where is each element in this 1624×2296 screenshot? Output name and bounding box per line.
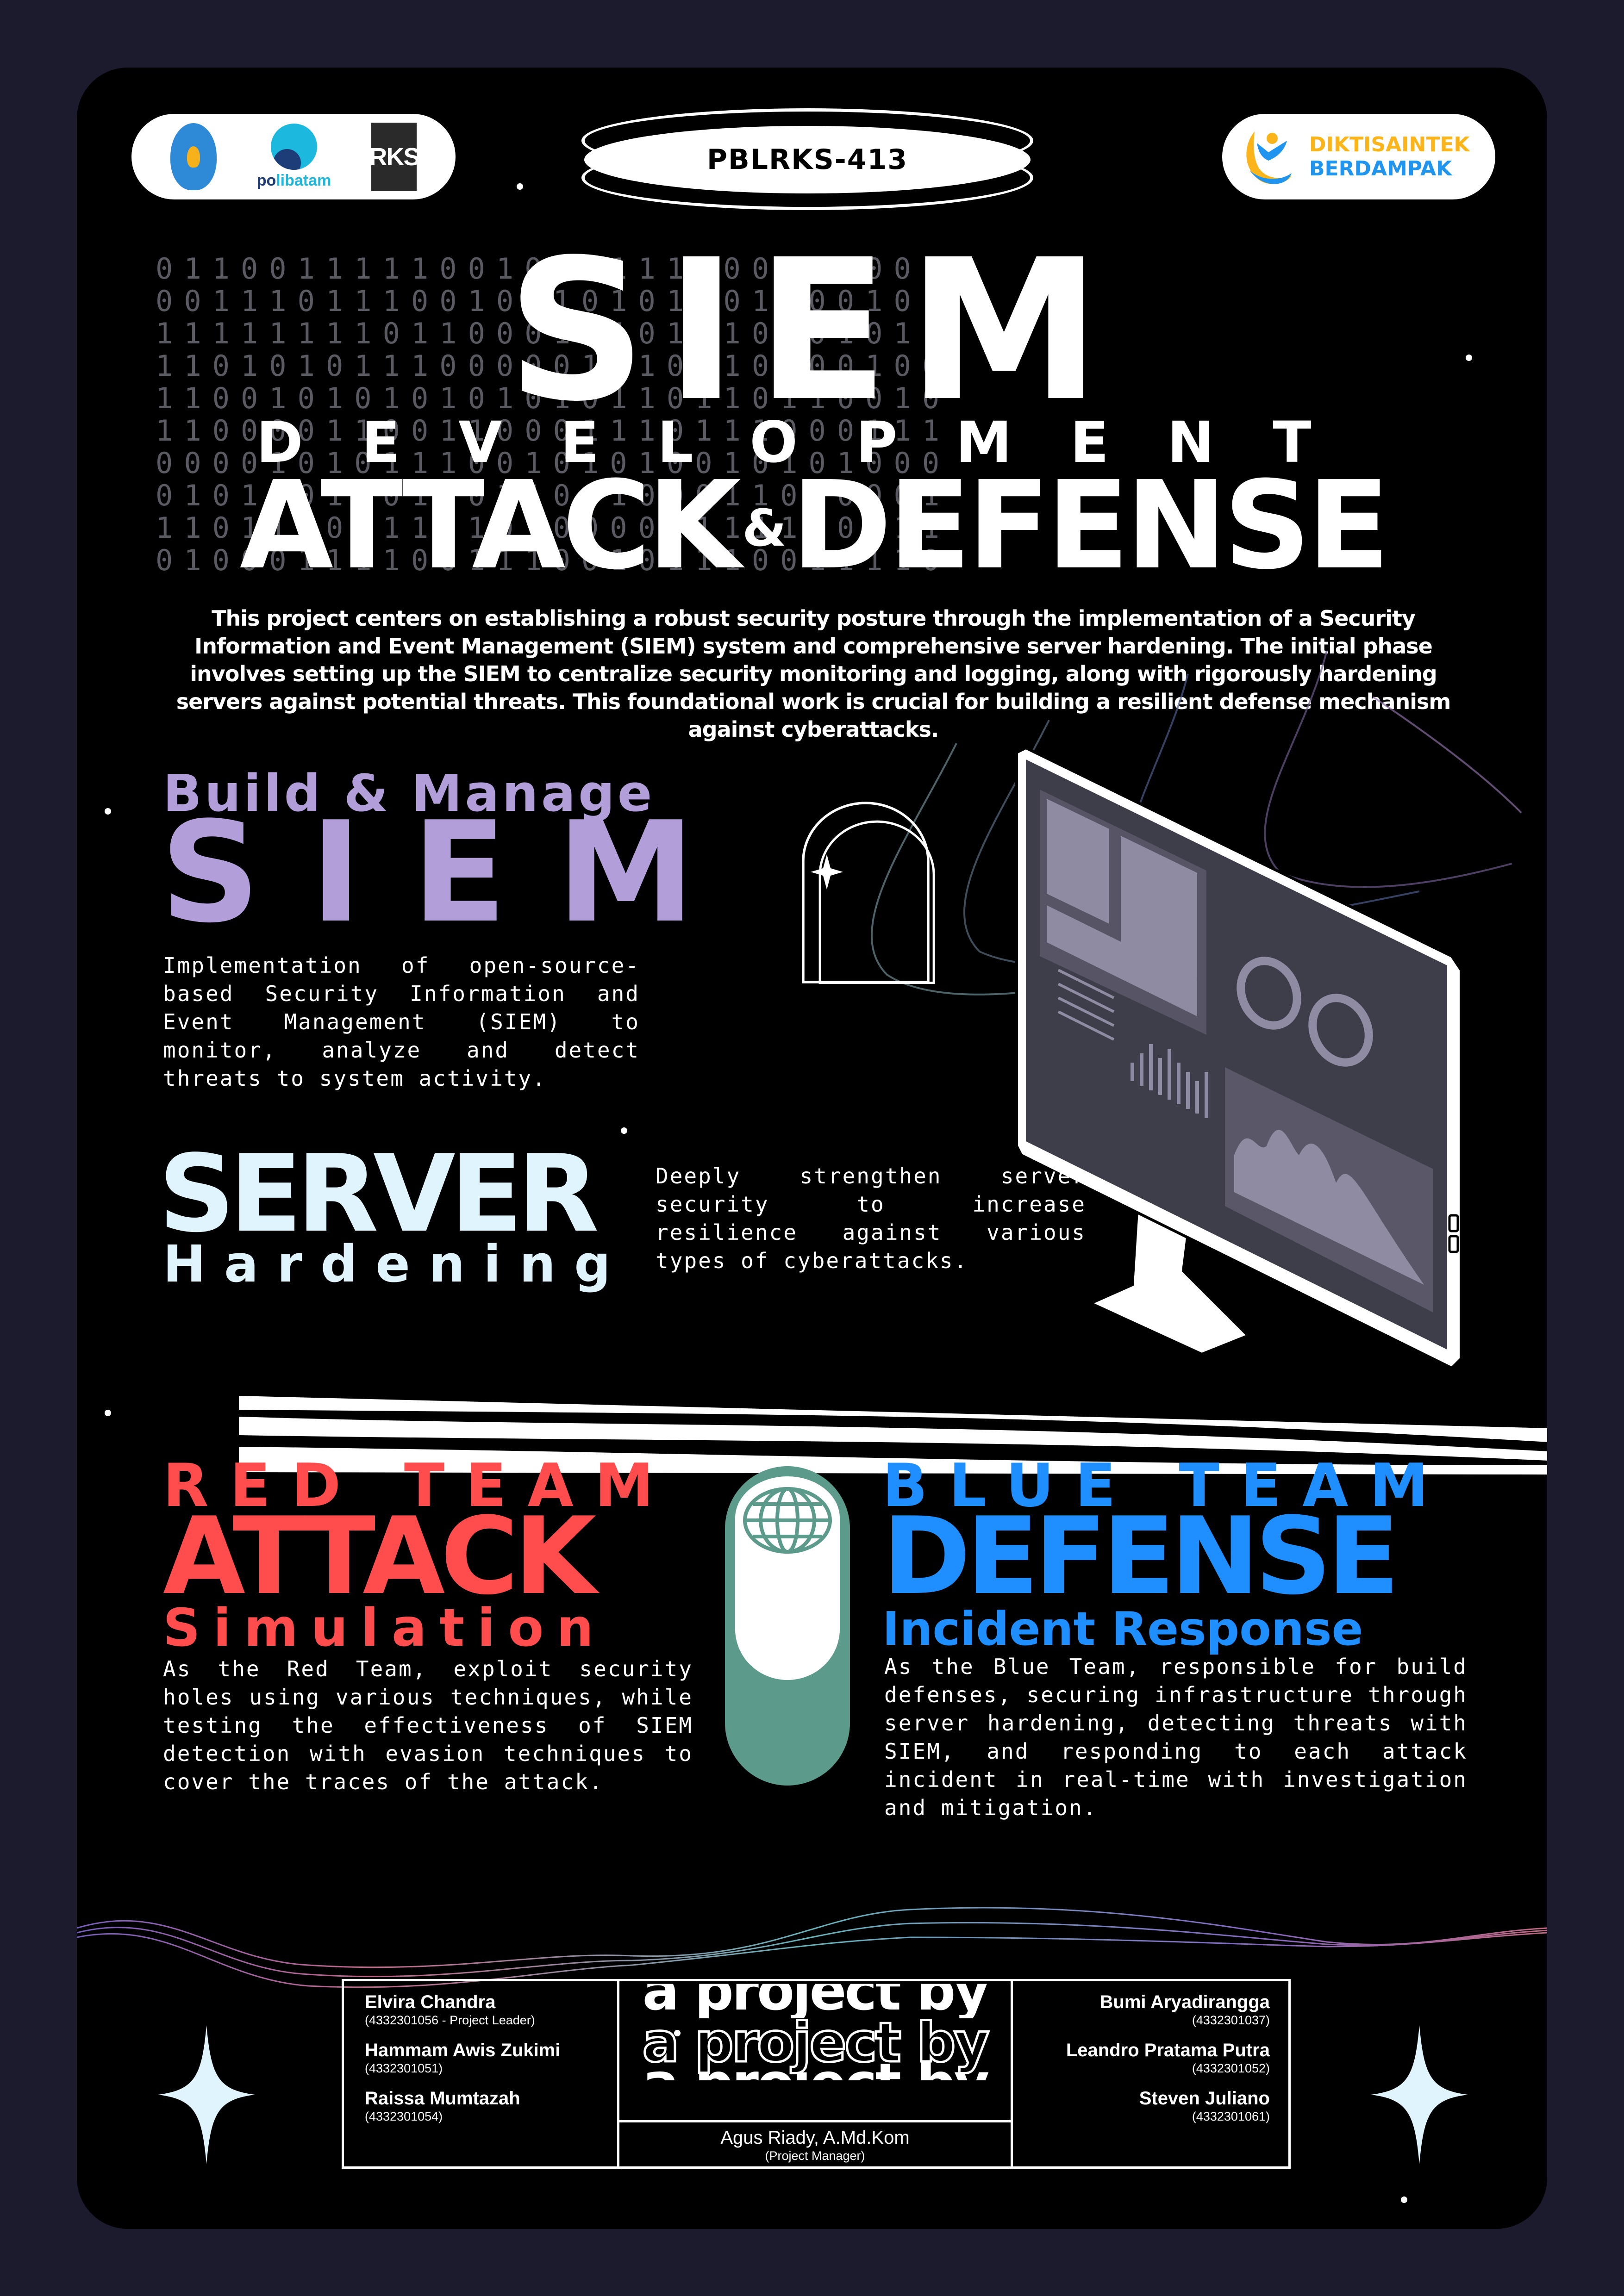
title-attack-defense: ATTACK & DEFENSE	[156, 455, 1470, 596]
monitor-illustration	[1015, 746, 1462, 1370]
logo-text-line1: DIKTISAINTEK	[1309, 132, 1470, 156]
team-members-right: Bumi Aryadirangga (4332301037) Leandro P…	[1013, 1981, 1288, 2166]
member-item: Steven Juliano (4332301061)	[1013, 2088, 1270, 2124]
rks-logo: RKS	[369, 122, 420, 191]
red-team-description: As the Red Team, exploit security holes …	[163, 1656, 693, 1794]
member-name: Elvira Chandra	[365, 1992, 496, 2012]
member-id: (4332301037)	[1192, 2013, 1270, 2027]
member-name: Raissa Mumtazah	[365, 2088, 520, 2109]
star-dot	[105, 808, 111, 815]
project-by-heading: a project by a project by a project by	[619, 1981, 1011, 2122]
diktisaintek-logo: DIKTISAINTEK BERDAMPAK	[1222, 114, 1495, 199]
member-item: Bumi Aryadirangga (4332301037)	[1013, 1991, 1270, 2028]
project-code-badge: PBLRKS-413	[581, 108, 1035, 210]
member-item: Leandro Pratama Putra (4332301052)	[1013, 2040, 1270, 2076]
partner-logos: polibatam RKS	[131, 114, 456, 199]
member-item: Raissa Mumtazah (4332301054)	[365, 2088, 617, 2124]
title-defense: DEFENSE	[791, 455, 1390, 596]
tut-wuri-handayani-logo	[170, 123, 217, 190]
member-id: (4332301056 - Project Leader)	[365, 2013, 535, 2027]
manager-role: (Project Manager)	[765, 2149, 865, 2163]
arch-outline-decoration	[802, 802, 935, 984]
intro-paragraph: This project centers on establishing a r…	[176, 606, 1451, 742]
member-id: (4332301051)	[365, 2061, 443, 2075]
polibatam-logo: polibatam	[257, 124, 331, 190]
logo-text-line2: BERDAMPAK	[1309, 156, 1452, 180]
member-id: (4332301061)	[1192, 2109, 1270, 2123]
binary-background: 0110011111001000111100100001 00111011100…	[156, 253, 951, 577]
member-id: (4332301052)	[1192, 2061, 1270, 2075]
server-title: SERVER	[158, 1132, 599, 1256]
diktisaintek-icon	[1246, 131, 1292, 184]
red-team-kicker: RED TEAM	[163, 1451, 675, 1520]
member-name: Steven Juliano	[1139, 2088, 1270, 2109]
member-item: Elvira Chandra (4332301056 - Project Lea…	[365, 1991, 617, 2028]
globe-icon	[743, 1487, 832, 1554]
member-name: Leandro Pratama Putra	[1066, 2040, 1270, 2060]
project-by-column: a project by a project by a project by A…	[619, 1981, 1013, 2166]
blue-team-title: DEFENSE	[882, 1495, 1400, 1618]
red-team-title: ATTACK	[163, 1495, 596, 1618]
project-manager: Agus Riady, A.Md.Kom (Project Manager)	[619, 2122, 1011, 2166]
member-name: Hammam Awis Zukimi	[365, 2040, 561, 2060]
star-dot	[105, 1410, 111, 1416]
star-dot	[674, 2030, 681, 2036]
manager-name: Agus Riady, A.Md.Kom	[720, 2128, 910, 2148]
star-dot	[1401, 2196, 1407, 2203]
build-siem-title: SIEM	[160, 792, 745, 953]
title-siem: SIEM	[506, 218, 1119, 444]
sparkle-icon	[811, 854, 843, 890]
credits-table: Elvira Chandra (4332301056 - Project Lea…	[342, 1979, 1291, 2169]
star-dot	[517, 183, 523, 190]
team-members-left: Elvira Chandra (4332301056 - Project Lea…	[344, 1981, 619, 2166]
member-item: Hammam Awis Zukimi (4332301051)	[365, 2040, 617, 2076]
blue-team-description: As the Blue Team, responsible for build …	[884, 1654, 1468, 1820]
sparkle-icon	[158, 2025, 255, 2164]
red-team-subtitle: Simulation	[163, 1598, 607, 1658]
server-description: Deeply strengthen server security to inc…	[656, 1164, 1086, 1273]
globe-toggle-switch	[725, 1466, 850, 1786]
gradient-wave-decoration	[77, 1907, 1547, 1988]
member-name: Bumi Aryadirangga	[1099, 1992, 1270, 2012]
server-subtitle: Hardening	[163, 1234, 629, 1294]
star-dot	[1466, 355, 1472, 361]
poster: polibatam RKS PBLRKS-413 DIKTISAINTEK BE…	[77, 68, 1547, 2229]
project-code: PBLRKS-413	[707, 143, 908, 176]
sparkle-icon	[1371, 2025, 1468, 2164]
title-attack: ATTACK	[239, 455, 742, 596]
title-ampersand: &	[742, 498, 787, 558]
build-siem-description: Implementation of open-source-based Secu…	[163, 953, 640, 1091]
wavy-stripes-divider	[239, 1396, 1547, 1475]
member-id: (4332301054)	[365, 2109, 443, 2123]
star-dot	[621, 1127, 627, 1134]
title-development: DEVELOPMENT	[256, 410, 1370, 475]
build-manage-kicker: Build & Manage	[163, 764, 655, 823]
blue-team-subtitle: Incident Response	[882, 1602, 1363, 1656]
blue-team-kicker: BLUE TEAM	[882, 1451, 1450, 1520]
